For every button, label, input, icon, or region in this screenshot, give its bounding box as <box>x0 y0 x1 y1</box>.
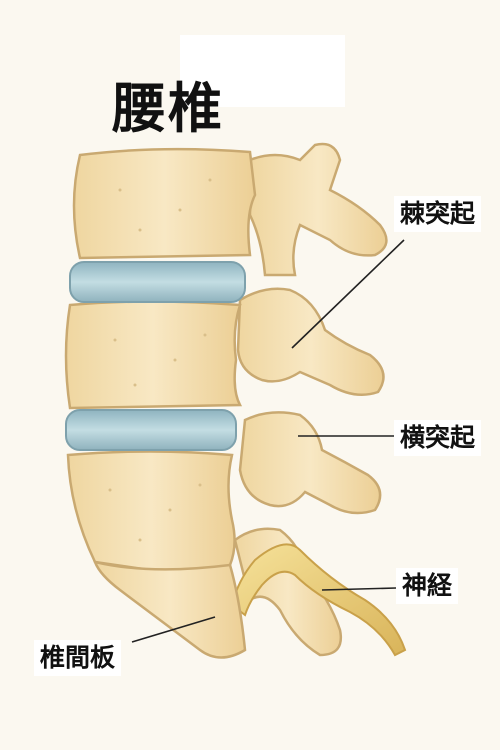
intervertebral-discs <box>65 261 246 451</box>
upper-process <box>248 142 388 277</box>
disc-upper <box>69 261 246 303</box>
vertebra-2 <box>64 300 243 410</box>
label-transverse-process: 横突起 <box>394 420 482 456</box>
nerve-root <box>230 543 407 657</box>
sacral-wedge <box>92 560 247 659</box>
disc-lower <box>65 409 237 451</box>
label-nerve: 神経 <box>396 568 459 604</box>
vertebra-1 <box>72 147 257 260</box>
blank-label-box <box>180 35 345 107</box>
label-spinous-process: 棘突起 <box>394 196 482 232</box>
diagram-title: 腰椎 <box>112 77 224 140</box>
leader-nerve <box>321 587 397 591</box>
vertebra-3 <box>66 450 236 576</box>
middle-spinous-process <box>236 287 385 397</box>
leader-spinous <box>291 239 405 349</box>
lower-transverse-process <box>238 411 382 515</box>
leader-disc <box>131 616 216 643</box>
bone-texture <box>108 178 212 542</box>
label-intervertebral-disc: 椎間板 <box>34 640 122 676</box>
vertebral-bodies <box>64 147 257 659</box>
leader-lines <box>131 239 405 643</box>
posterior-elements <box>233 142 388 657</box>
